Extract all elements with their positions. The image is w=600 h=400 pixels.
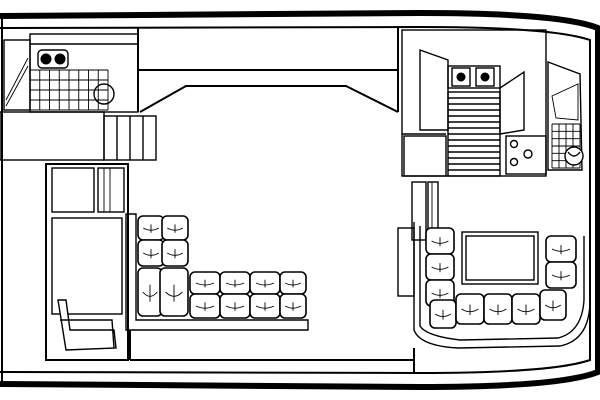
galley-sink — [37, 49, 69, 69]
hull-outline — [0, 10, 600, 390]
aft-cabin-chair — [57, 299, 117, 351]
aft-left-cabinet-diag — [5, 57, 29, 107]
aft-cabin-bed — [51, 217, 123, 315]
dinette-cushions — [425, 227, 577, 329]
stove — [447, 65, 501, 89]
cabin-top-structure — [137, 28, 399, 113]
aft-cabin-wall — [45, 163, 129, 361]
helm-station — [397, 181, 439, 297]
dinette — [413, 222, 591, 349]
forward-galley — [401, 29, 547, 177]
forward-head — [547, 60, 584, 171]
aft-galley — [0, 33, 157, 161]
salon-settee-base — [125, 213, 309, 331]
galley-double-sink — [505, 135, 547, 175]
hull-inner-line — [0, 25, 591, 375]
dinette-settee-base — [413, 222, 591, 349]
galley-round-fixture — [93, 83, 115, 105]
aft-cabin-hanging-locker — [97, 167, 125, 213]
aft-cabin-locker — [51, 167, 95, 213]
companionway-stairs — [447, 91, 501, 177]
galley-tile-grid — [29, 69, 109, 111]
aft-steps — [103, 115, 157, 161]
salon-settee-left — [125, 213, 309, 331]
salon-settee-cushions — [137, 215, 307, 319]
aft-left-cabinet — [3, 39, 31, 111]
aft-cabin — [45, 163, 129, 361]
aft-step-block — [0, 111, 105, 161]
dinette-table — [461, 231, 539, 285]
